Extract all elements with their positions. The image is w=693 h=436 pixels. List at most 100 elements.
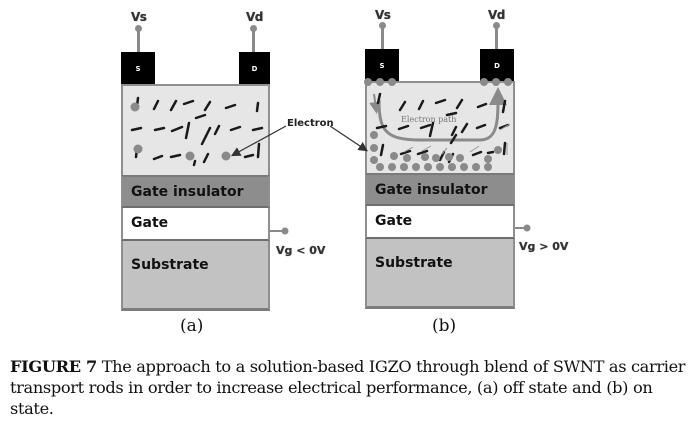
electron — [221, 151, 231, 161]
electron-path: Electron path — [369, 87, 507, 142]
caption-text: The approach to a solution-based IGZO th… — [10, 357, 686, 418]
swnt-rod — [417, 99, 425, 111]
swnt-rod — [502, 141, 507, 156]
swnt-rod — [152, 99, 160, 111]
gate-lead-b — [515, 224, 531, 232]
drain-wire — [495, 27, 498, 51]
swnt-rod — [169, 99, 178, 112]
panel-sublabel: (b) — [432, 316, 457, 336]
source-terminal-node — [135, 25, 142, 32]
drain-contact: D — [239, 52, 270, 86]
swnt-rod — [438, 150, 446, 162]
swnt-rod — [398, 100, 407, 112]
electron-annotation: Electron — [230, 118, 368, 157]
swnt-rod — [169, 153, 182, 159]
swnt-rod — [428, 121, 435, 138]
electron — [130, 102, 140, 112]
swnt-rod — [204, 126, 212, 138]
electrons-a — [130, 102, 231, 161]
electron-label: Electron — [287, 118, 334, 129]
swnt-rod — [476, 102, 488, 109]
figure-caption: FIGURE 7 The approach to a solution-base… — [10, 356, 690, 419]
gate-layer: Gate — [121, 208, 270, 241]
substrate-layer: Substrate — [365, 239, 515, 309]
gate-insulator-layer: Gate insulator — [365, 173, 515, 206]
swnt-rods-b — [375, 92, 510, 164]
down-arrow — [369, 93, 382, 114]
channel-layer — [121, 84, 270, 175]
swnt-rod — [202, 152, 210, 164]
electron — [403, 154, 411, 162]
swnt-rod — [182, 99, 195, 106]
swnt-rod — [213, 124, 221, 136]
swnt-rod — [194, 113, 207, 120]
electron — [400, 163, 408, 171]
electron — [421, 153, 429, 161]
electron-pointer-arrow-a — [230, 125, 287, 157]
transport-arrows-b — [403, 123, 511, 155]
source-terminal-node — [379, 22, 386, 29]
swnt-rod — [200, 134, 208, 146]
swnt-rod — [229, 125, 242, 132]
source-terminal-label: Vs — [375, 8, 391, 22]
swnt-rod — [460, 122, 469, 134]
electron — [492, 78, 500, 86]
swnt-rod — [379, 143, 385, 157]
gate-insulator-layer: Gate insulator — [121, 175, 270, 208]
swnt-rod — [416, 149, 429, 156]
swnt-rod — [251, 126, 264, 132]
source-contact: S — [121, 52, 155, 86]
swnt-rod — [192, 159, 197, 167]
swnt-rod — [170, 125, 184, 133]
gate-lead-a — [270, 227, 289, 235]
gate-voltage-label: Vg > 0V — [519, 240, 569, 253]
drain-contact: D — [480, 49, 514, 82]
drain-terminal-node — [250, 25, 257, 32]
electron — [370, 144, 378, 152]
panel-sublabel: (a) — [180, 316, 204, 336]
swnt-rod — [501, 99, 507, 114]
electron — [494, 146, 502, 154]
accumulated-electrons-b — [370, 131, 502, 171]
swnt-rod — [419, 123, 432, 130]
substrate-layer: Substrate — [121, 241, 270, 311]
electron — [364, 78, 372, 86]
swnt-rod — [434, 98, 447, 105]
swnt-rod — [450, 125, 458, 137]
swnt-rod — [152, 154, 164, 161]
electron — [480, 78, 488, 86]
gate-layer: Gate — [365, 206, 515, 239]
electron — [424, 163, 432, 171]
swnt-rod — [486, 150, 495, 155]
swnt-rod — [455, 98, 464, 110]
drain-terminal-node — [493, 22, 500, 29]
swnt-rod — [449, 133, 458, 145]
electron — [388, 78, 396, 86]
swnt-rod — [184, 121, 191, 140]
electron — [484, 163, 492, 171]
swnt-rod — [255, 101, 260, 113]
electron — [376, 163, 384, 171]
swnt-rod — [243, 153, 255, 159]
swnt-rod — [399, 149, 412, 156]
swnt-rod — [224, 103, 237, 110]
electron — [370, 156, 378, 164]
swnt-rod — [203, 100, 212, 112]
swnt-rod — [376, 92, 382, 105]
electron — [432, 154, 440, 162]
source-wire — [137, 30, 140, 53]
electron — [388, 163, 396, 171]
swnt-rod — [130, 126, 143, 132]
contact-electrons-b — [364, 78, 512, 86]
source-contact: S — [365, 49, 399, 82]
electron — [504, 78, 512, 86]
swnt-rod — [153, 126, 166, 132]
gate-voltage-label: Vg < 0V — [276, 244, 326, 257]
electron — [484, 155, 492, 163]
electron — [445, 153, 453, 161]
electron-pointer-arrow-b — [329, 125, 368, 152]
source-wire — [381, 27, 384, 51]
electron — [376, 78, 384, 86]
electron — [133, 144, 143, 154]
